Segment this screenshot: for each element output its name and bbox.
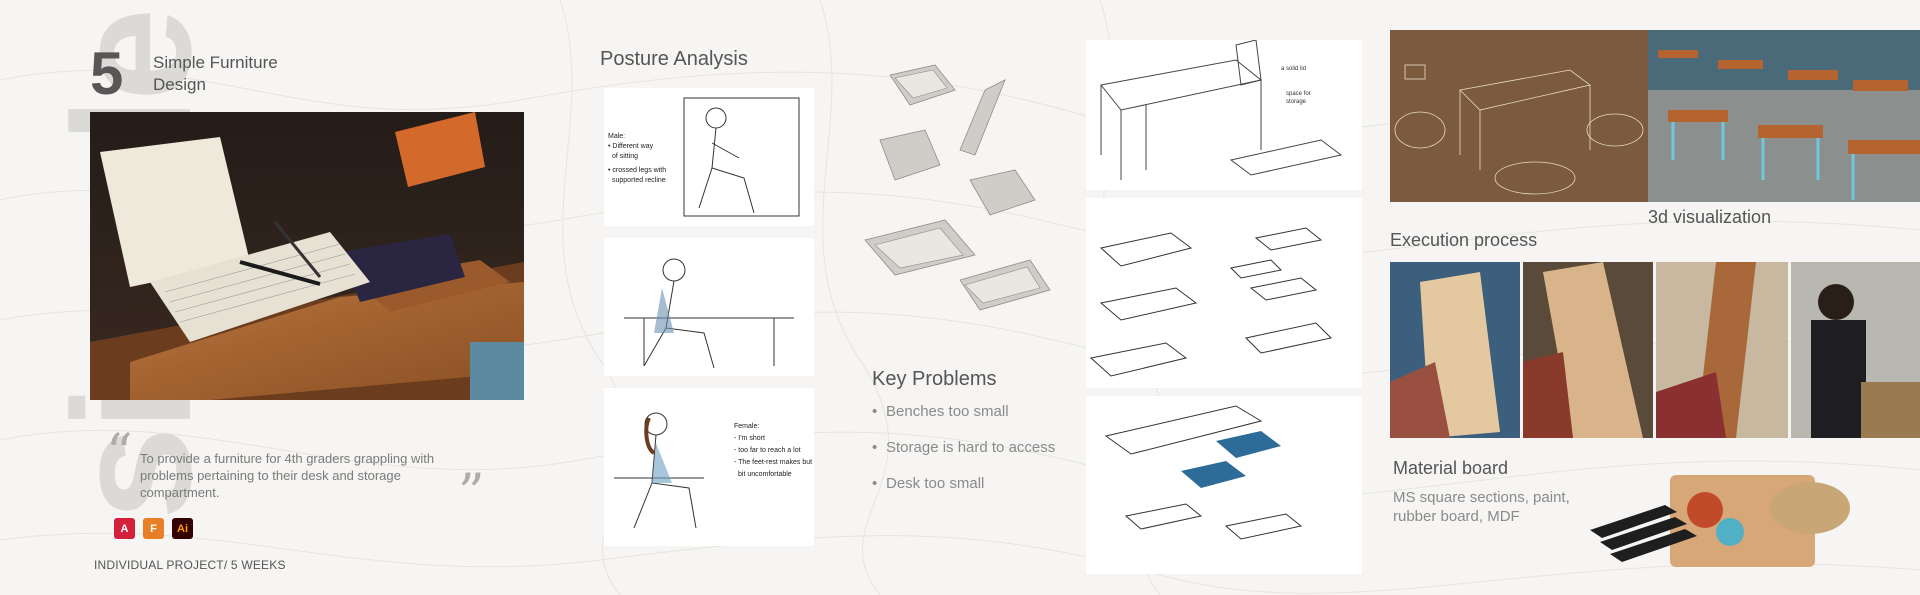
- material-board-heading: Material board: [1393, 458, 1509, 478]
- svg-text:• crossed legs with: • crossed legs with: [608, 167, 666, 174]
- storage-mechanism-sketches: [1086, 198, 1362, 388]
- execution-photo-1: [1390, 262, 1520, 438]
- project-brief: To provide a furniture for 4th graders g…: [140, 451, 435, 500]
- project-title: Simple Furniture Design: [153, 53, 278, 94]
- sitting-figure-sketch: Male: • Different way of sitting • cross…: [608, 97, 800, 217]
- posture-sketch-3: Female: - I'm short - too far to reach a…: [604, 388, 818, 546]
- autocad-icon: A: [114, 518, 135, 539]
- desk-illustration: [90, 112, 524, 400]
- svg-text:- I'm short: - I'm short: [734, 435, 765, 442]
- blue-storage-sketch: [1086, 396, 1362, 574]
- svg-text:supported recline: supported recline: [612, 177, 666, 184]
- white-prototype-models: [864, 64, 1051, 311]
- open-quote-icon: “: [106, 424, 133, 484]
- execution-photo-4: [1791, 262, 1920, 438]
- desk-concept-sketch: a solid lid space for storage: [1086, 39, 1362, 190]
- svg-text:space for: space for: [1286, 91, 1311, 97]
- classroom-desks-render: [1648, 30, 1920, 202]
- chalk-desk-sketch: [1394, 64, 1644, 195]
- svg-text:- too far to reach a lot: - too far to reach a lot: [734, 447, 801, 454]
- list-item: Storage is hard to access: [872, 439, 1055, 456]
- svg-text:- The feet-rest makes but a: - The feet-rest makes but a: [734, 459, 814, 466]
- visualization-caption: 3d visualization: [1648, 207, 1772, 227]
- illustrator-icon: Ai: [172, 518, 193, 539]
- key-problems-section: Key Problems Benches too small Storage i…: [872, 368, 1055, 511]
- fusion360-icon: F: [143, 518, 164, 539]
- storage-tray-sketch: [1104, 405, 1303, 540]
- execution-photo-2: [1523, 262, 1653, 438]
- svg-text:bit uncomfortable: bit uncomfortable: [738, 471, 792, 478]
- execution-heading: Execution process: [1390, 230, 1538, 250]
- svg-text:Male:: Male:: [608, 133, 625, 140]
- posture-sketch-1: Male: • Different way of sitting • cross…: [604, 88, 814, 226]
- list-item: Benches too small: [872, 403, 1055, 420]
- posture-analysis-heading: Posture Analysis: [600, 48, 748, 70]
- material-board-image: [1585, 470, 1860, 570]
- close-quote-icon: ”: [458, 464, 485, 524]
- svg-text:• Different way: • Different way: [608, 143, 654, 150]
- software-tools: A F Ai: [114, 518, 193, 539]
- execution-photo-3: [1656, 262, 1788, 438]
- svg-text:storage: storage: [1286, 99, 1307, 105]
- prototype-models: [855, 60, 1070, 340]
- key-problems-heading: Key Problems: [872, 368, 997, 390]
- svg-text:of sitting: of sitting: [612, 153, 638, 160]
- problems-list: Benches too small Storage is hard to acc…: [872, 403, 1055, 492]
- material-samples: [1590, 475, 1850, 567]
- svg-text:a solid lid: a solid lid: [1281, 66, 1306, 72]
- materials-list: MS square sections, paint, rubber board,…: [1393, 489, 1570, 525]
- posture-sketch-2: [604, 238, 814, 376]
- sketch-overlay-photo: [1390, 30, 1648, 202]
- desk-perspective-sketch: a solid lid space for storage: [1100, 39, 1343, 180]
- leaning-figure-sketch: [624, 258, 794, 369]
- hero-desk-photo: [90, 112, 524, 400]
- svg-text:Female:: Female:: [734, 423, 759, 430]
- list-item: Desk too small: [872, 475, 1055, 492]
- box-mechanism-sketches: [1089, 227, 1333, 377]
- classroom-render: [1648, 30, 1920, 202]
- project-duration: INDIVIDUAL PROJECT/ 5 WEEKS: [94, 558, 286, 572]
- female-figure-sketch: Female: - I'm short - too far to reach a…: [614, 412, 818, 529]
- project-number: 5: [90, 40, 124, 107]
